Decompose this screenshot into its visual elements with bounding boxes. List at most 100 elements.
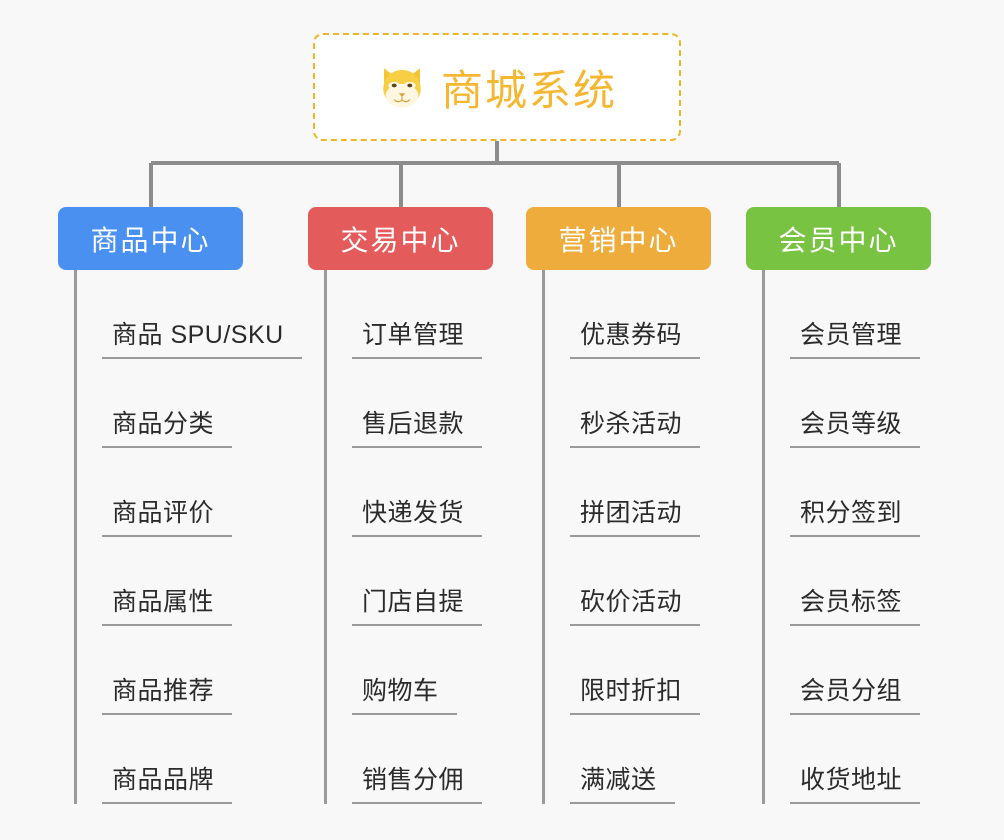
branch-bus-line <box>150 161 839 165</box>
leaf-list: 订单管理售后退款快递发货门店自提购物车销售分佣 <box>324 270 483 804</box>
leaf-label: 购物车 <box>362 677 439 705</box>
leaf-label: 订单管理 <box>362 321 465 349</box>
leaf-label: 会员分组 <box>800 677 903 705</box>
leaf-underline: 商品分类 <box>102 404 233 448</box>
leaf-label: 商品推荐 <box>112 677 215 705</box>
leaf-underline: 优惠券码 <box>570 315 701 359</box>
leaf-item[interactable]: 会员等级 <box>762 359 921 448</box>
leaf-item[interactable]: 砍价活动 <box>542 537 701 626</box>
leaf-label: 商品评价 <box>112 499 215 527</box>
leaf-item[interactable]: 门店自提 <box>324 537 483 626</box>
leaf-item[interactable]: 会员分组 <box>762 626 921 715</box>
leaf-list: 会员管理会员等级积分签到会员标签会员分组收货地址 <box>762 270 921 804</box>
leaf-label: 收货地址 <box>800 766 903 794</box>
leaf-item[interactable]: 积分签到 <box>762 448 921 537</box>
leaf-item[interactable]: 商品 SPU/SKU <box>74 270 302 359</box>
root-stem-line <box>495 141 499 163</box>
leaf-underline: 购物车 <box>352 671 457 715</box>
branch-label: 营销中心 <box>558 224 679 256</box>
leaf-underline: 收货地址 <box>790 760 921 804</box>
leaf-label: 售后退款 <box>362 410 465 438</box>
branch-column-2: 订单管理售后退款快递发货门店自提购物车销售分佣 <box>324 270 483 804</box>
leaf-underline: 商品属性 <box>102 582 233 626</box>
branch-drop-line-4 <box>836 163 841 209</box>
column-trunk-line <box>74 270 77 804</box>
branch-box-3[interactable]: 营销中心 <box>526 207 711 270</box>
leaf-label: 满减送 <box>580 766 657 794</box>
leaf-label: 会员标签 <box>800 588 903 616</box>
branch-drop-line-2 <box>398 163 403 209</box>
leaf-item[interactable]: 快递发货 <box>324 448 483 537</box>
branch-box-1[interactable]: 商品中心 <box>58 207 243 270</box>
leaf-underline: 商品 SPU/SKU <box>102 315 302 359</box>
leaf-underline: 销售分佣 <box>352 760 483 804</box>
leaf-item[interactable]: 商品品牌 <box>74 715 302 804</box>
leaf-underline: 拼团活动 <box>570 493 701 537</box>
root-node[interactable]: 商城系统 <box>313 33 681 141</box>
leaf-item[interactable]: 收货地址 <box>762 715 921 804</box>
leaf-underline: 商品品牌 <box>102 760 233 804</box>
leaf-label: 销售分佣 <box>362 766 465 794</box>
leaf-item[interactable]: 商品评价 <box>74 448 302 537</box>
leaf-item[interactable]: 会员标签 <box>762 537 921 626</box>
leaf-underline: 砍价活动 <box>570 582 701 626</box>
root-title: 商城系统 <box>440 66 617 114</box>
leaf-label: 积分签到 <box>800 499 903 527</box>
leaf-label: 限时折扣 <box>580 677 683 705</box>
column-trunk-line <box>324 270 327 804</box>
leaf-item[interactable]: 拼团活动 <box>542 448 701 537</box>
branch-label: 商品中心 <box>90 224 211 256</box>
leaf-underline: 售后退款 <box>352 404 483 448</box>
leaf-label: 快递发货 <box>362 499 465 527</box>
leaf-item[interactable]: 销售分佣 <box>324 715 483 804</box>
leaf-label: 优惠券码 <box>580 321 683 349</box>
branch-drop-line-3 <box>616 163 621 209</box>
leaf-item[interactable]: 商品属性 <box>74 537 302 626</box>
leaf-underline: 会员分组 <box>790 671 921 715</box>
branch-box-2[interactable]: 交易中心 <box>308 207 493 270</box>
leaf-list: 优惠券码秒杀活动拼团活动砍价活动限时折扣满减送 <box>542 270 701 804</box>
leaf-item[interactable]: 售后退款 <box>324 359 483 448</box>
leaf-underline: 满减送 <box>570 760 675 804</box>
leaf-underline: 门店自提 <box>352 582 483 626</box>
leaf-underline: 快递发货 <box>352 493 483 537</box>
leaf-item[interactable]: 会员管理 <box>762 270 921 359</box>
leaf-underline: 订单管理 <box>352 315 483 359</box>
leaf-list: 商品 SPU/SKU 商品分类商品评价商品属性商品推荐商品品牌 <box>74 270 302 804</box>
leaf-underline: 商品推荐 <box>102 671 233 715</box>
leaf-item[interactable]: 订单管理 <box>324 270 483 359</box>
leaf-underline: 会员等级 <box>790 404 921 448</box>
leaf-underline: 秒杀活动 <box>570 404 701 448</box>
leaf-item[interactable]: 满减送 <box>542 715 700 804</box>
branch-label: 会员中心 <box>778 224 899 256</box>
leaf-label: 秒杀活动 <box>580 410 683 438</box>
leaf-item[interactable]: 限时折扣 <box>542 626 701 715</box>
leaf-label: 商品品牌 <box>112 766 215 794</box>
branch-column-1: 商品 SPU/SKU 商品分类商品评价商品属性商品推荐商品品牌 <box>74 270 302 804</box>
branch-drop-line-1 <box>148 163 153 209</box>
leaf-item[interactable]: 优惠券码 <box>542 270 701 359</box>
leaf-label: 拼团活动 <box>580 499 683 527</box>
branch-label: 交易中心 <box>340 224 461 256</box>
branch-column-3: 优惠券码秒杀活动拼团活动砍价活动限时折扣满减送 <box>542 270 701 804</box>
leaf-underline: 会员管理 <box>790 315 921 359</box>
branch-box-4[interactable]: 会员中心 <box>746 207 931 270</box>
leaf-label: 商品 SPU/SKU <box>112 321 284 349</box>
leaf-label: 会员等级 <box>800 410 903 438</box>
column-trunk-line <box>542 270 545 804</box>
leaf-label: 砍价活动 <box>580 588 683 616</box>
leaf-label: 商品属性 <box>112 588 215 616</box>
leaf-label: 商品分类 <box>112 410 215 438</box>
leaf-item[interactable]: 商品分类 <box>74 359 302 448</box>
leaf-label: 门店自提 <box>362 588 465 616</box>
leaf-item[interactable]: 秒杀活动 <box>542 359 701 448</box>
leaf-item[interactable]: 购物车 <box>324 626 482 715</box>
leaf-underline: 积分签到 <box>790 493 921 537</box>
leaf-underline: 限时折扣 <box>570 671 701 715</box>
leaf-label: 会员管理 <box>800 321 903 349</box>
leaf-underline: 商品评价 <box>102 493 233 537</box>
leaf-item[interactable]: 商品推荐 <box>74 626 302 715</box>
dog-face-icon <box>377 62 427 112</box>
leaf-underline: 会员标签 <box>790 582 921 626</box>
